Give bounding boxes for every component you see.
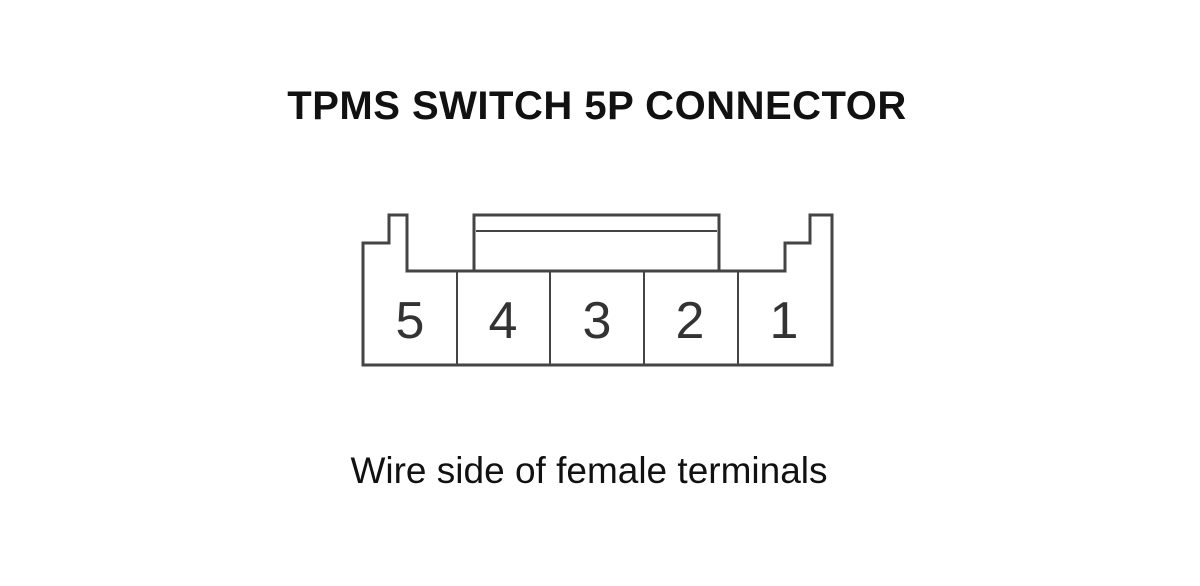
connector-title: TPMS SWITCH 5P CONNECTOR xyxy=(287,84,907,128)
terminal-3-label: 3 xyxy=(583,292,612,350)
connector-caption: Wire side of female terminals xyxy=(350,450,828,491)
terminal-1-label: 1 xyxy=(770,292,799,350)
terminal-2-label: 2 xyxy=(676,292,705,350)
connector-housing xyxy=(361,213,834,367)
terminal-5-label: 5 xyxy=(396,292,425,350)
terminal-4-label: 4 xyxy=(489,292,518,350)
